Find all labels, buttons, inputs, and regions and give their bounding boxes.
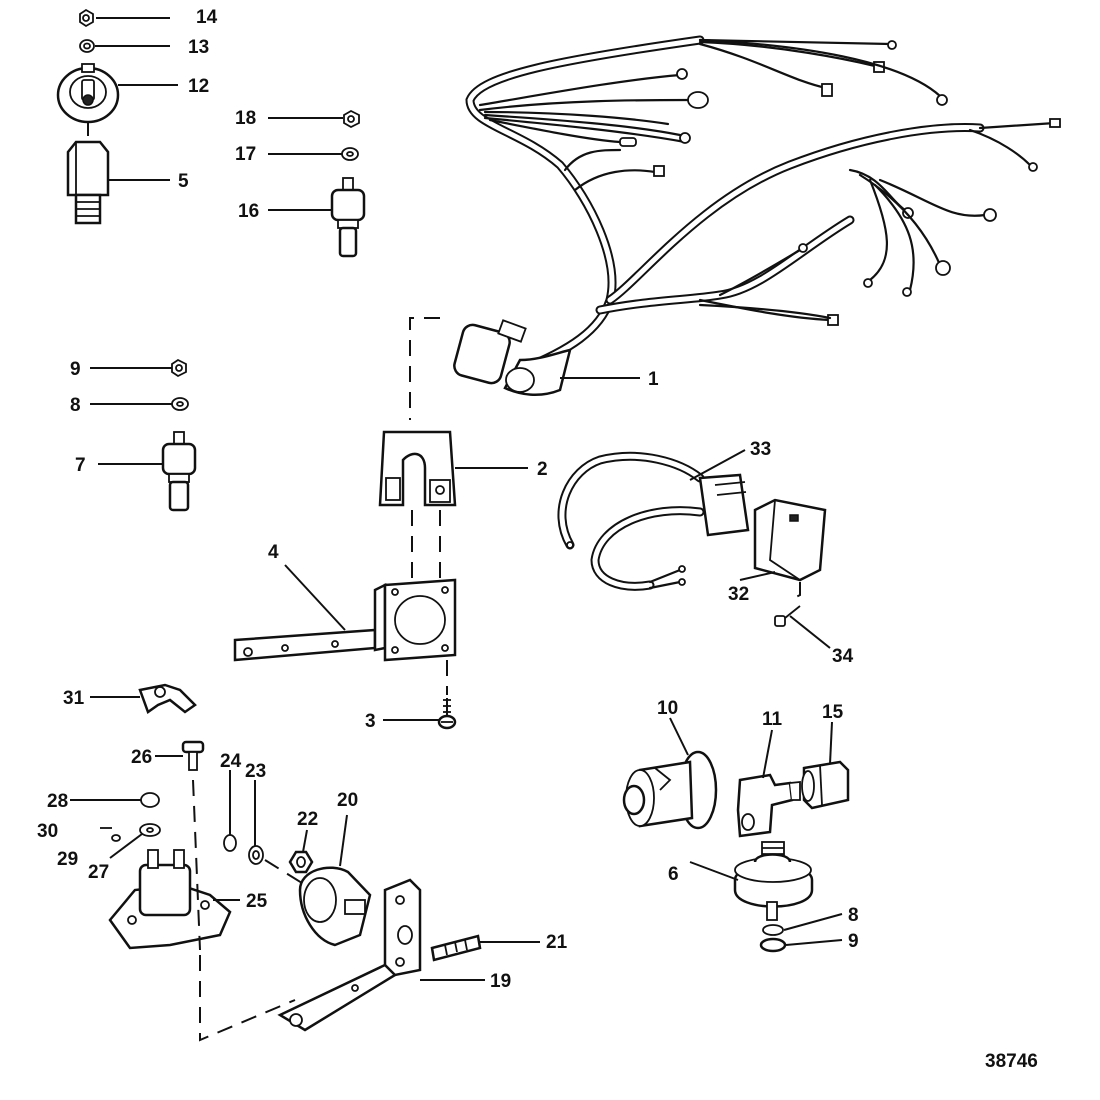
callout-29: 29: [57, 849, 78, 870]
part-3-screw: [437, 698, 457, 730]
part-19-bracket: [277, 878, 422, 1032]
part-27-washer: [139, 823, 161, 837]
part-18-nut: [343, 109, 360, 129]
callout-28: 28: [47, 791, 68, 812]
callout-30: 30: [37, 821, 58, 842]
part-23-washer: [248, 845, 264, 865]
part-20-solenoid: [298, 866, 372, 947]
callout-18: 18: [235, 108, 256, 129]
callout-7: 7: [75, 455, 86, 476]
callout-12: 12: [188, 76, 209, 97]
callout-8b: 8: [848, 905, 859, 926]
callout-11: 11: [762, 709, 783, 730]
part-22-nut: [288, 850, 314, 874]
part-10-sender: [622, 750, 718, 830]
callout-31: 31: [63, 688, 85, 709]
part-7-sender: [161, 431, 197, 512]
part-24-washer: [223, 834, 237, 852]
callout-6: 6: [668, 864, 679, 885]
part-12-switch: [56, 63, 120, 124]
callout-17: 17: [235, 144, 256, 165]
callout-2: 2: [537, 459, 548, 480]
part-34-screw: [774, 605, 801, 627]
assembly-line-1-2: [409, 317, 440, 420]
callout-27: 27: [88, 862, 109, 883]
part-17-washer: [341, 147, 359, 161]
part-32-module: [753, 498, 827, 582]
callout-34: 34: [832, 646, 854, 667]
assembly-line-22-20: [264, 859, 311, 889]
callout-20: 20: [337, 790, 358, 811]
callout-23: 23: [245, 761, 266, 782]
callout-26: 26: [131, 747, 152, 768]
part-29-washer: [111, 834, 121, 842]
part-28-nut: [140, 792, 160, 808]
part-2-clip: [378, 430, 457, 507]
part-8-washer-lower: [762, 924, 784, 936]
callout-16: 16: [238, 201, 259, 222]
part-1-wiring-harness: [453, 35, 1061, 396]
part-5-adapter: [66, 140, 110, 225]
callout-9a: 9: [70, 359, 81, 380]
figure-number: 38746: [985, 1051, 1038, 1072]
part-14-nut: [79, 8, 94, 28]
callout-8a: 8: [70, 395, 81, 416]
callout-1: 1: [648, 369, 659, 390]
callout-33: 33: [750, 439, 771, 460]
part-9-nut: [171, 358, 187, 378]
part-6-sender: [733, 841, 814, 921]
callout-25: 25: [246, 891, 268, 912]
callout-24: 24: [220, 751, 242, 772]
callout-4: 4: [268, 542, 279, 563]
callout-21: 21: [546, 932, 568, 953]
part-4-bracket: [233, 578, 457, 662]
callout-labels: 14 13 12 5 18 17 16 9 8 7 1 2 4 3 33 32 …: [37, 7, 1038, 1072]
part-9-nut-lower: [759, 937, 787, 953]
assembly-line-32-34: [789, 582, 801, 601]
part-15-coupling: [801, 760, 850, 810]
part-16-sender: [330, 177, 366, 258]
part-25-solenoid: [108, 849, 232, 950]
callout-32: 32: [728, 584, 749, 605]
callout-3: 3: [365, 711, 376, 732]
assembly-line-26-25: [192, 779, 201, 951]
leader-lines: [70, 17, 843, 981]
part-31-clamp: [138, 683, 197, 714]
part-8-washer: [171, 397, 189, 411]
callout-22: 22: [297, 809, 318, 830]
part-33-harness: [557, 451, 750, 591]
callout-10: 10: [657, 698, 678, 719]
part-13-washer: [79, 39, 95, 53]
callout-13: 13: [188, 37, 209, 58]
callout-5: 5: [178, 171, 189, 192]
callout-9b: 9: [848, 931, 859, 952]
callout-15: 15: [822, 702, 844, 723]
callout-14: 14: [196, 7, 218, 28]
assembly-line-25-19: [199, 955, 296, 1042]
part-21-bolt: [430, 934, 482, 962]
part-11-tee: [736, 773, 801, 838]
callout-19: 19: [490, 971, 511, 992]
part-26-bolt: [181, 740, 205, 771]
